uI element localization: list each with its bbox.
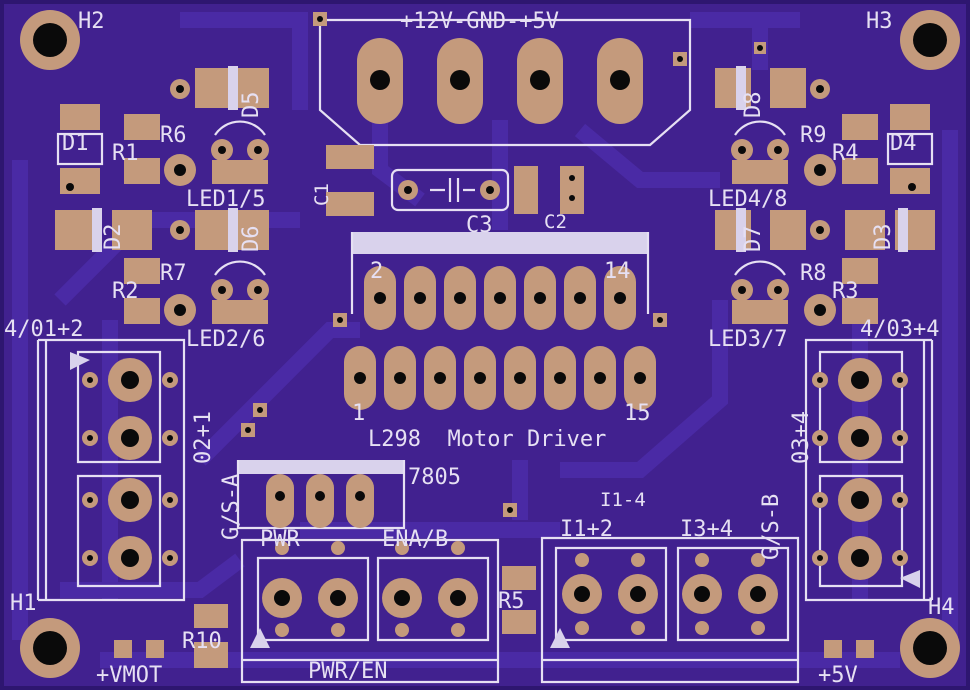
- label-power-header: +12V-GND-+5V: [400, 9, 559, 34]
- label-right-sense: G/S-B: [759, 494, 784, 560]
- label-r4: R4: [832, 141, 859, 166]
- power-connector: [313, 12, 692, 147]
- label-c2: C2: [544, 211, 567, 233]
- label-led37: LED3/7: [708, 327, 787, 352]
- regulator-7805: [236, 460, 406, 530]
- resistor-r2: [124, 258, 160, 324]
- diode-d3: [845, 208, 935, 252]
- mounting-hole-h2: [20, 10, 80, 70]
- label-d7: D7: [741, 226, 766, 253]
- label-d2: D2: [101, 224, 126, 251]
- label-ic-pin-15: 15: [624, 401, 651, 426]
- resistor-r3: [842, 258, 878, 324]
- label-in34: I3+4: [680, 517, 733, 542]
- capacitor-c1: [326, 145, 374, 216]
- diode-d5: [195, 66, 269, 110]
- led-2-6: [164, 260, 269, 326]
- label-d8: D8: [741, 92, 766, 119]
- label-r3: R3: [832, 279, 859, 304]
- pwr-en-terminal: [240, 538, 500, 684]
- right-motor-terminal: [804, 338, 934, 602]
- diode-d2: [55, 208, 152, 252]
- label-led15: LED1/5: [186, 187, 265, 212]
- label-in12: I1+2: [560, 517, 613, 542]
- diode-d7: [715, 208, 806, 252]
- label-7805: 7805: [408, 465, 461, 490]
- label-h1: H1: [10, 591, 37, 616]
- v5-pads: [824, 640, 874, 658]
- label-r9: R9: [800, 123, 827, 148]
- label-c1: C1: [311, 183, 333, 206]
- vias: [170, 42, 830, 517]
- label-d5: D5: [239, 92, 264, 119]
- led-3-7: [731, 260, 836, 326]
- label-r5: R5: [498, 589, 525, 614]
- label-led26: LED2/6: [186, 327, 265, 352]
- label-c3: C3: [466, 213, 493, 238]
- diode-d4: [886, 104, 934, 194]
- resistor-r4: [842, 114, 878, 184]
- label-r7: R7: [160, 261, 187, 286]
- label-r6: R6: [160, 123, 187, 148]
- label-pwr-en: PWR/EN: [308, 659, 387, 684]
- label-d1: D1: [62, 131, 89, 156]
- capacitor-c2: [514, 166, 584, 214]
- label-ena: ENA/B: [382, 527, 448, 552]
- led-1-5: [164, 120, 269, 186]
- label-d3: D3: [871, 224, 896, 251]
- left-motor-terminal: [36, 338, 186, 602]
- led-4-8: [731, 120, 836, 186]
- resistor-r10: [194, 604, 228, 668]
- label-ic-pin-2: 2: [370, 259, 383, 284]
- mounting-hole-h4: [900, 618, 960, 678]
- inputs-terminal: [540, 536, 800, 684]
- mounting-hole-h1: [20, 618, 80, 678]
- label-inputs: I1-4: [600, 489, 646, 511]
- label-h4: H4: [928, 595, 955, 620]
- label-h2: H2: [78, 9, 105, 34]
- label-left-side: 02+1: [191, 411, 216, 464]
- diode-d8: [715, 66, 806, 110]
- label-led48: LED4/8: [708, 187, 787, 212]
- resistor-r5: [502, 566, 536, 634]
- label-h3: H3: [866, 9, 893, 34]
- label-r10: R10: [182, 629, 222, 654]
- label-r2: R2: [112, 279, 139, 304]
- label-5v: +5V: [818, 663, 858, 688]
- label-d6: D6: [239, 226, 264, 253]
- label-r8: R8: [800, 261, 827, 286]
- label-r1: R1: [112, 141, 139, 166]
- vmot-pads: [114, 640, 164, 658]
- diode-d6: [195, 208, 269, 252]
- label-right-side: 03+4: [789, 411, 814, 464]
- label-ic: L298 Motor Driver: [368, 427, 606, 452]
- capacitor-c3: [390, 168, 510, 212]
- label-d4: D4: [890, 131, 917, 156]
- label-right-terminal: 4/03+4: [860, 317, 939, 342]
- resistor-r1: [124, 114, 160, 184]
- label-ic-pin-1: 1: [352, 401, 365, 426]
- ic-top-pins: [364, 266, 636, 330]
- mounting-hole-h3: [900, 10, 960, 70]
- diode-d1: [56, 104, 104, 194]
- ic-bottom-pins: [344, 346, 656, 410]
- label-left-terminal: 4/01+2: [4, 317, 83, 342]
- label-ic-pin-14: 14: [604, 259, 631, 284]
- label-vmot: +VMOT: [96, 663, 162, 688]
- label-pwr: PWR: [260, 527, 300, 552]
- label-left-sense: G/S-A: [219, 474, 244, 540]
- l298-ic: [344, 232, 656, 410]
